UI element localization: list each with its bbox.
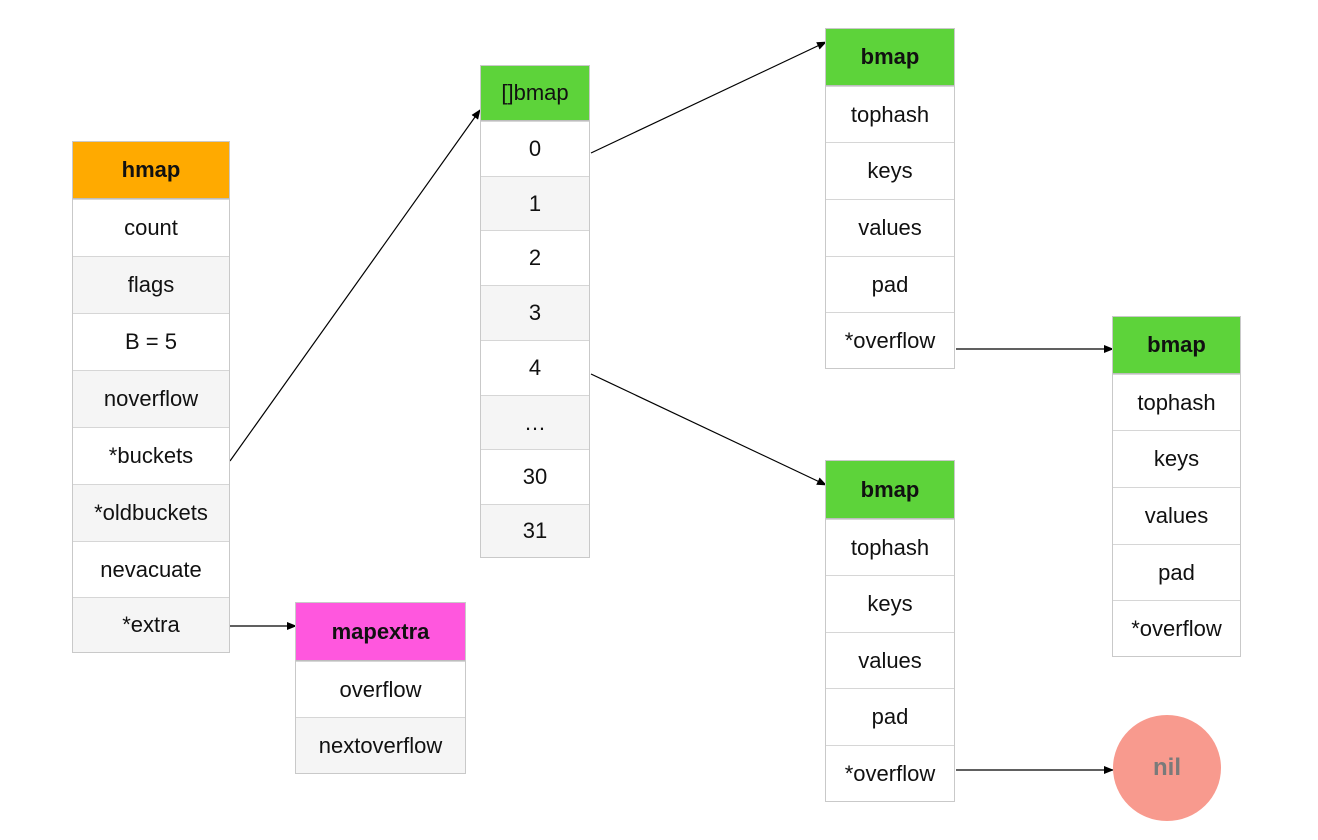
bmap-top-overflow: *overflow	[826, 312, 954, 368]
nil-node: nil	[1113, 715, 1221, 821]
bmap-bottom: bmap tophash keys values pad *overflow	[825, 460, 955, 802]
hmap-struct: hmap count flags B = 5 noverflow *bucket…	[72, 141, 230, 653]
bmap-top-keys: keys	[826, 142, 954, 199]
bmap-top-values: values	[826, 199, 954, 256]
arrow-bucket0-to-bmap	[590, 41, 827, 154]
bmap-top-tophash: tophash	[826, 86, 954, 142]
hmap-field-flags: flags	[73, 256, 229, 313]
bmap-overflow-values: values	[1113, 487, 1240, 544]
arrow-bucket4-to-bmap	[590, 373, 827, 486]
bucket-slot-ellipsis: …	[481, 395, 589, 449]
bmap-top-title: bmap	[826, 29, 954, 86]
hmap-field-nevacuate: nevacuate	[73, 541, 229, 597]
bmap-bottom-values: values	[826, 632, 954, 688]
bucket-slot-30: 30	[481, 449, 589, 504]
bmap-top: bmap tophash keys values pad *overflow	[825, 28, 955, 369]
bucket-slot-2: 2	[481, 230, 589, 285]
mapextra-struct: mapextra overflow nextoverflow	[295, 602, 466, 774]
bmap-overflow-overflow: *overflow	[1113, 600, 1240, 656]
mapextra-title: mapextra	[296, 603, 465, 661]
bmap-bottom-keys: keys	[826, 575, 954, 632]
bucket-slot-3: 3	[481, 285, 589, 340]
hmap-field-count: count	[73, 199, 229, 256]
bmap-overflow-title: bmap	[1113, 317, 1240, 374]
bucket-slot-1: 1	[481, 176, 589, 230]
bmap-overflow-tophash: tophash	[1113, 374, 1240, 430]
bmap-overflow-pad: pad	[1113, 544, 1240, 600]
bmap-overflow: bmap tophash keys values pad *overflow	[1112, 316, 1241, 657]
buckets-array-title: []bmap	[481, 66, 589, 121]
hmap-field-extra: *extra	[73, 597, 229, 652]
bmap-top-pad: pad	[826, 256, 954, 312]
bmap-bottom-title: bmap	[826, 461, 954, 519]
bmap-bottom-overflow: *overflow	[826, 745, 954, 801]
hmap-field-b: B = 5	[73, 313, 229, 370]
hmap-field-noverflow: noverflow	[73, 370, 229, 427]
bucket-slot-31: 31	[481, 504, 589, 557]
bmap-overflow-keys: keys	[1113, 430, 1240, 487]
arrow-buckets-to-array	[229, 109, 481, 462]
buckets-array: []bmap 0 1 2 3 4 … 30 31	[480, 65, 590, 558]
bmap-bottom-tophash: tophash	[826, 519, 954, 575]
bucket-slot-4: 4	[481, 340, 589, 395]
mapextra-field-overflow: overflow	[296, 661, 465, 717]
hmap-field-buckets: *buckets	[73, 427, 229, 484]
bmap-bottom-pad: pad	[826, 688, 954, 745]
bucket-slot-0: 0	[481, 121, 589, 176]
hmap-title: hmap	[73, 142, 229, 199]
hmap-field-oldbuckets: *oldbuckets	[73, 484, 229, 541]
mapextra-field-nextoverflow: nextoverflow	[296, 717, 465, 773]
